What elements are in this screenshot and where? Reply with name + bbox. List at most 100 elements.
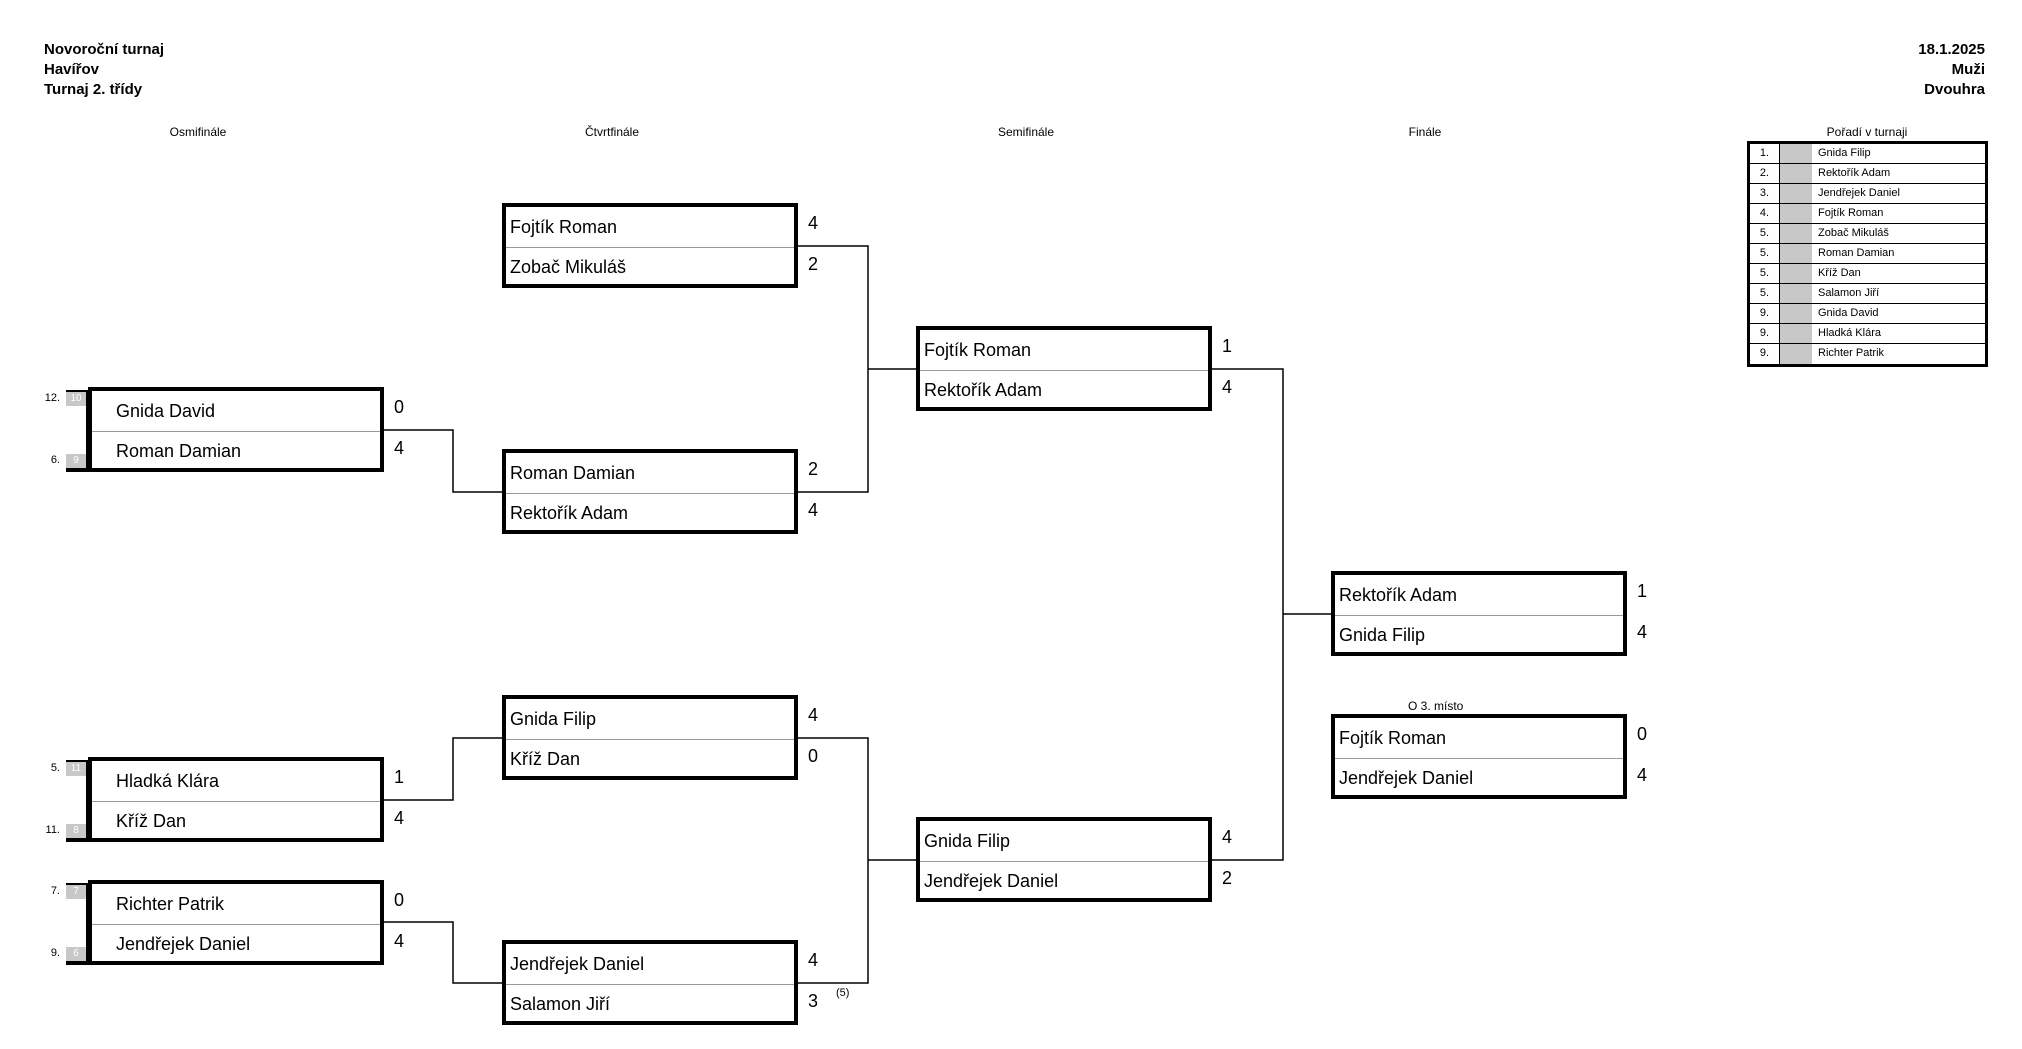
player-name: Roman Damian — [116, 441, 242, 461]
player-score: 4 — [808, 213, 819, 233]
ranking-player: Hladká Klára — [1818, 327, 1881, 339]
player-score: 4 — [394, 931, 405, 951]
match-sf-2[interactable]: Gnida Filip Jendřejek Daniel — [916, 817, 1212, 902]
seed-box: 9 — [66, 454, 86, 468]
ranking-position: 1. — [1750, 144, 1780, 163]
ranking-player: Fojtík Roman — [1818, 207, 1884, 219]
player-name: Kříž Dan — [116, 811, 187, 831]
connector-line — [382, 921, 504, 984]
player-name: Hladká Klára — [92, 761, 380, 802]
ranking-position: 4. — [1750, 204, 1780, 223]
connector-line — [796, 245, 869, 493]
round-title-qf: Čtvrtfinále — [584, 125, 640, 139]
tournament-class: Turnaj 2. třídy — [44, 81, 143, 98]
ranking-player: Gnida Filip — [1818, 147, 1871, 159]
round-title-final: Finále — [1408, 125, 1442, 139]
seed-number: 11. — [45, 824, 60, 836]
player-score: 4 — [1222, 377, 1233, 397]
match-qf-1[interactable]: Fojtík Roman Zobač Mikuláš — [502, 203, 798, 288]
player-score: 4 — [808, 950, 819, 970]
match-r16-1[interactable]: Gnida David Roman Damian — [88, 387, 384, 472]
player-name: Jendřejek Daniel — [506, 944, 794, 985]
player-score: 1 — [1222, 336, 1233, 356]
seed-number: 9. — [50, 947, 60, 959]
connector-line — [382, 737, 504, 801]
ranking-player: Salamon Jiří — [1818, 287, 1880, 299]
ranking-player: Richter Patrik — [1818, 347, 1885, 359]
seed-box: 10 — [66, 392, 86, 406]
player-score: 4 — [1222, 827, 1233, 847]
player-score: 4 — [394, 438, 405, 458]
seed-box: 11 — [66, 762, 86, 776]
player-name: Kříž Dan — [510, 749, 581, 769]
tournament-name: Novoroční turnaj — [44, 41, 165, 58]
player-name: Gnida Filip — [920, 821, 1208, 862]
ranking-row: 5. Kříž Dan — [1750, 264, 1985, 284]
seed-box: 8 — [66, 824, 86, 838]
round-title-sf: Semifinále — [997, 125, 1055, 139]
player-name: Jendřejek Daniel — [1339, 768, 1474, 788]
seed-box: 7 — [66, 885, 86, 899]
ranking-position: 5. — [1750, 224, 1780, 243]
match-r16-3[interactable]: Richter Patrik Jendřejek Daniel — [88, 880, 384, 965]
player-score: 2 — [808, 459, 819, 479]
ranking-table: 1. Gnida Filip 2.Rektořík Adam 3. Jendřeje… — [1747, 141, 1988, 367]
ranking-player: Kříž Dan — [1818, 267, 1861, 279]
player-name: Jendřejek Daniel — [924, 871, 1059, 891]
tournament-info: Novoroční turnaj Havířov Turnaj 2. třídy — [44, 40, 164, 100]
player-name: Zobač Mikuláš — [510, 257, 627, 277]
player-score: 0 — [1637, 724, 1648, 744]
player-name: Rektořík Adam — [924, 380, 1043, 400]
ranking-row: 3. Jendřejek Daniel — [1750, 184, 1985, 204]
connector-line — [1210, 368, 1284, 861]
ranking-row: 1. Gnida Filip — [1750, 144, 1985, 164]
seed-number: 7. — [50, 885, 60, 897]
match-final[interactable]: Rektořík Adam Gnida Filip — [1331, 571, 1627, 656]
event-info: 18.1.2025 Muži Dvouhra — [1918, 40, 1985, 100]
player-score: 4 — [808, 705, 819, 725]
ranking-position: 9. — [1750, 324, 1780, 343]
player-name: Fojtík Roman — [506, 207, 794, 248]
player-score: 0 — [394, 890, 405, 910]
match-r16-2[interactable]: Hladká Klára Kříž Dan — [88, 757, 384, 842]
match-sf-1[interactable]: Fojtík Roman Rektořík Adam — [916, 326, 1212, 411]
player-name: Rektořík Adam — [510, 503, 629, 523]
ranking-position: 5. — [1750, 244, 1780, 263]
player-name: Richter Patrik — [92, 884, 380, 925]
ranking-row: 9.Gnida David — [1750, 304, 1985, 324]
player-score: 2 — [808, 254, 819, 274]
ranking-position: 3. — [1750, 184, 1780, 203]
player-score: 4 — [1637, 765, 1648, 785]
player-name: Roman Damian — [506, 453, 794, 494]
player-score: 1 — [1637, 581, 1648, 601]
match-third-place[interactable]: Fojtík Roman Jendřejek Daniel — [1331, 714, 1627, 799]
match-qf-3[interactable]: Gnida Filip Kříž Dan — [502, 695, 798, 780]
player-name: Salamon Jiří — [510, 994, 611, 1014]
match-qf-2[interactable]: Roman Damian Rektořík Adam — [502, 449, 798, 534]
event-type: Dvouhra — [1924, 81, 1985, 98]
match-qf-4[interactable]: Jendřejek Daniel Salamon Jiří — [502, 940, 798, 1025]
seed-number: 12. — [44, 392, 60, 404]
event-category: Muži — [1951, 61, 1985, 78]
ranking-row: 2.Rektořík Adam — [1750, 164, 1985, 184]
tournament-location: Havířov — [44, 61, 100, 78]
round-title-r16: Osmifinále — [169, 125, 227, 139]
ranking-row: 5.Roman Damian — [1750, 244, 1985, 264]
connector-line — [382, 429, 504, 493]
ranking-player: Rektořík Adam — [1818, 167, 1891, 179]
ranking-row: 9.Richter Patrik — [1750, 344, 1985, 364]
ranking-player: Jendřejek Daniel — [1818, 187, 1900, 199]
player-score: 4 — [1637, 622, 1648, 642]
player-score: 4 — [808, 500, 819, 520]
ranking-player: Zobač Mikuláš — [1818, 227, 1889, 239]
ranking-row: 4. Fojtík Roman — [1750, 204, 1985, 224]
ranking-position: 5. — [1750, 284, 1780, 303]
player-name: Fojtík Roman — [1335, 718, 1623, 759]
seed-box: 6 — [66, 947, 86, 961]
event-date: 18.1.2025 — [1918, 41, 1985, 58]
match-note: (5) — [836, 987, 850, 999]
player-name: Rektořík Adam — [1335, 575, 1623, 616]
player-score: 2 — [1222, 868, 1233, 888]
ranking-position: 5. — [1750, 264, 1780, 283]
ranking-row: 5. Salamon Jiří — [1750, 284, 1985, 304]
